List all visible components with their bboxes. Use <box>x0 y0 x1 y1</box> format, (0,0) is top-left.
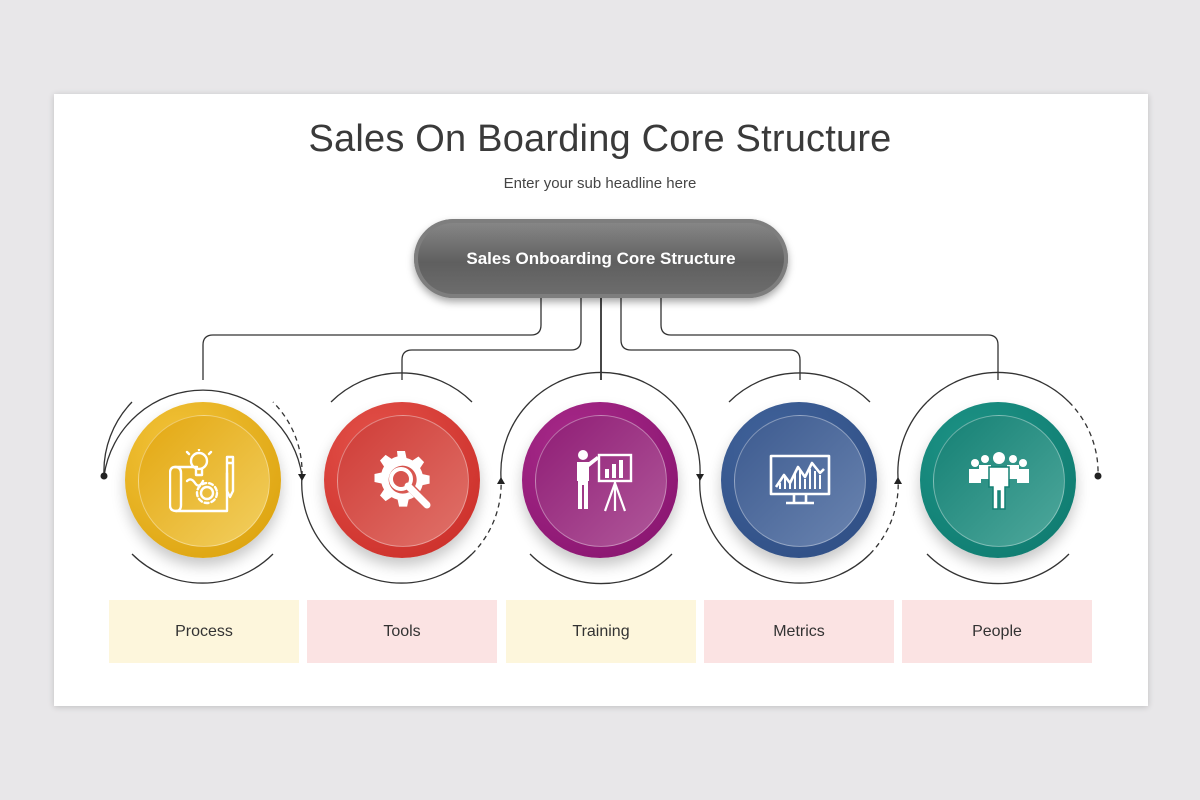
circle-process <box>125 402 281 558</box>
label-box-process: Process <box>109 600 299 663</box>
team-icon <box>967 451 1031 511</box>
gear-search-icon <box>371 449 435 513</box>
label-metrics: Metrics <box>773 622 825 640</box>
label-tools: Tools <box>383 622 421 640</box>
label-box-training: Training <box>506 600 696 663</box>
center-node: Sales Onboarding Core Structure <box>414 219 788 298</box>
circle-tools <box>324 402 480 558</box>
label-box-people: People <box>902 600 1092 663</box>
center-node-label: Sales Onboarding Core Structure <box>466 248 736 268</box>
label-people: People <box>972 622 1022 640</box>
circle-people <box>920 402 1076 558</box>
page-subtitle: Enter your sub headline here <box>503 175 697 192</box>
presentation-icon <box>569 449 633 513</box>
label-box-tools: Tools <box>307 600 497 663</box>
label-box-metrics: Metrics <box>704 600 894 663</box>
circle-training <box>522 402 678 558</box>
circle-metrics <box>721 402 877 558</box>
label-process: Process <box>175 622 233 640</box>
label-training: Training <box>572 622 630 640</box>
monitor-chart-icon <box>768 453 832 509</box>
page-title: Sales On Boarding Core Structure <box>308 118 892 160</box>
process-icon <box>169 449 239 513</box>
